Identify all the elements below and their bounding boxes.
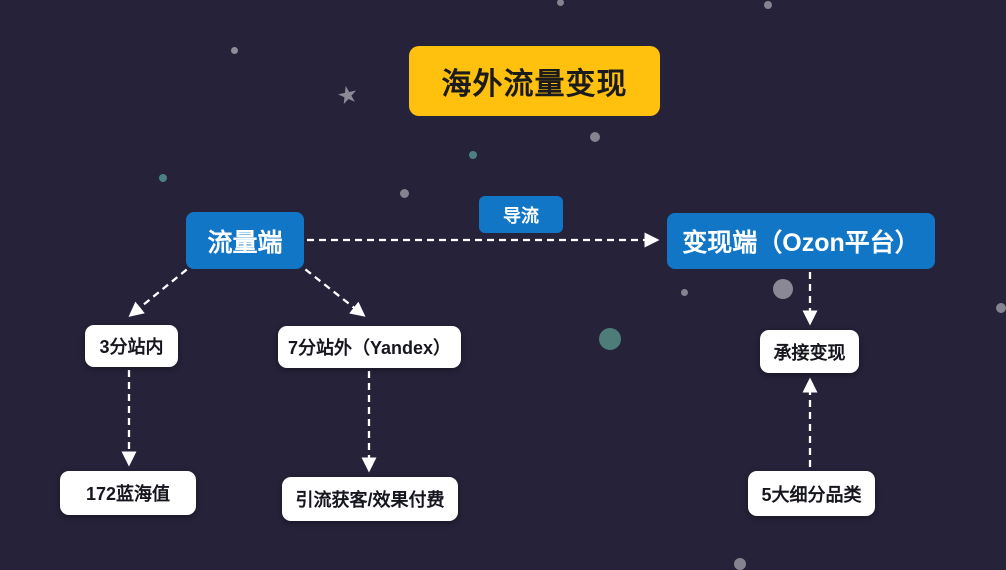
node-undertake-monetization: 承接变现 bbox=[760, 330, 859, 373]
node-172-blue-ocean-value: 172蓝海值 bbox=[60, 471, 196, 515]
node-5-subcategories: 5大细分品类 bbox=[748, 471, 875, 516]
arrow-traffic-to-onsite bbox=[128, 261, 197, 317]
star-dot bbox=[469, 151, 477, 159]
star-dot bbox=[556, 0, 564, 6]
node-monetization-side: 变现端（Ozon平台） bbox=[667, 213, 935, 269]
edge-label-diversion: 导流 bbox=[479, 196, 563, 233]
node-offsite-yandex-70pct: 7分站外（Yandex） bbox=[278, 326, 461, 368]
star-dot bbox=[159, 174, 167, 182]
star-dot bbox=[599, 328, 621, 350]
star-dot bbox=[680, 288, 688, 296]
star-dot bbox=[996, 303, 1006, 313]
node-traffic-side: 流量端 bbox=[186, 212, 304, 269]
star-dot bbox=[773, 279, 793, 299]
star-dot bbox=[764, 1, 772, 9]
node-onsite-30pct: 3分站内 bbox=[85, 325, 178, 367]
node-traffic-acquisition-pay-per-result: 引流获客/效果付费 bbox=[282, 477, 458, 521]
star-dot bbox=[230, 46, 238, 54]
star-dot bbox=[590, 132, 600, 142]
diagram-title: 海外流量变现 bbox=[409, 46, 660, 116]
arrow-traffic-to-offsite bbox=[295, 261, 366, 317]
star-dot bbox=[399, 188, 409, 198]
